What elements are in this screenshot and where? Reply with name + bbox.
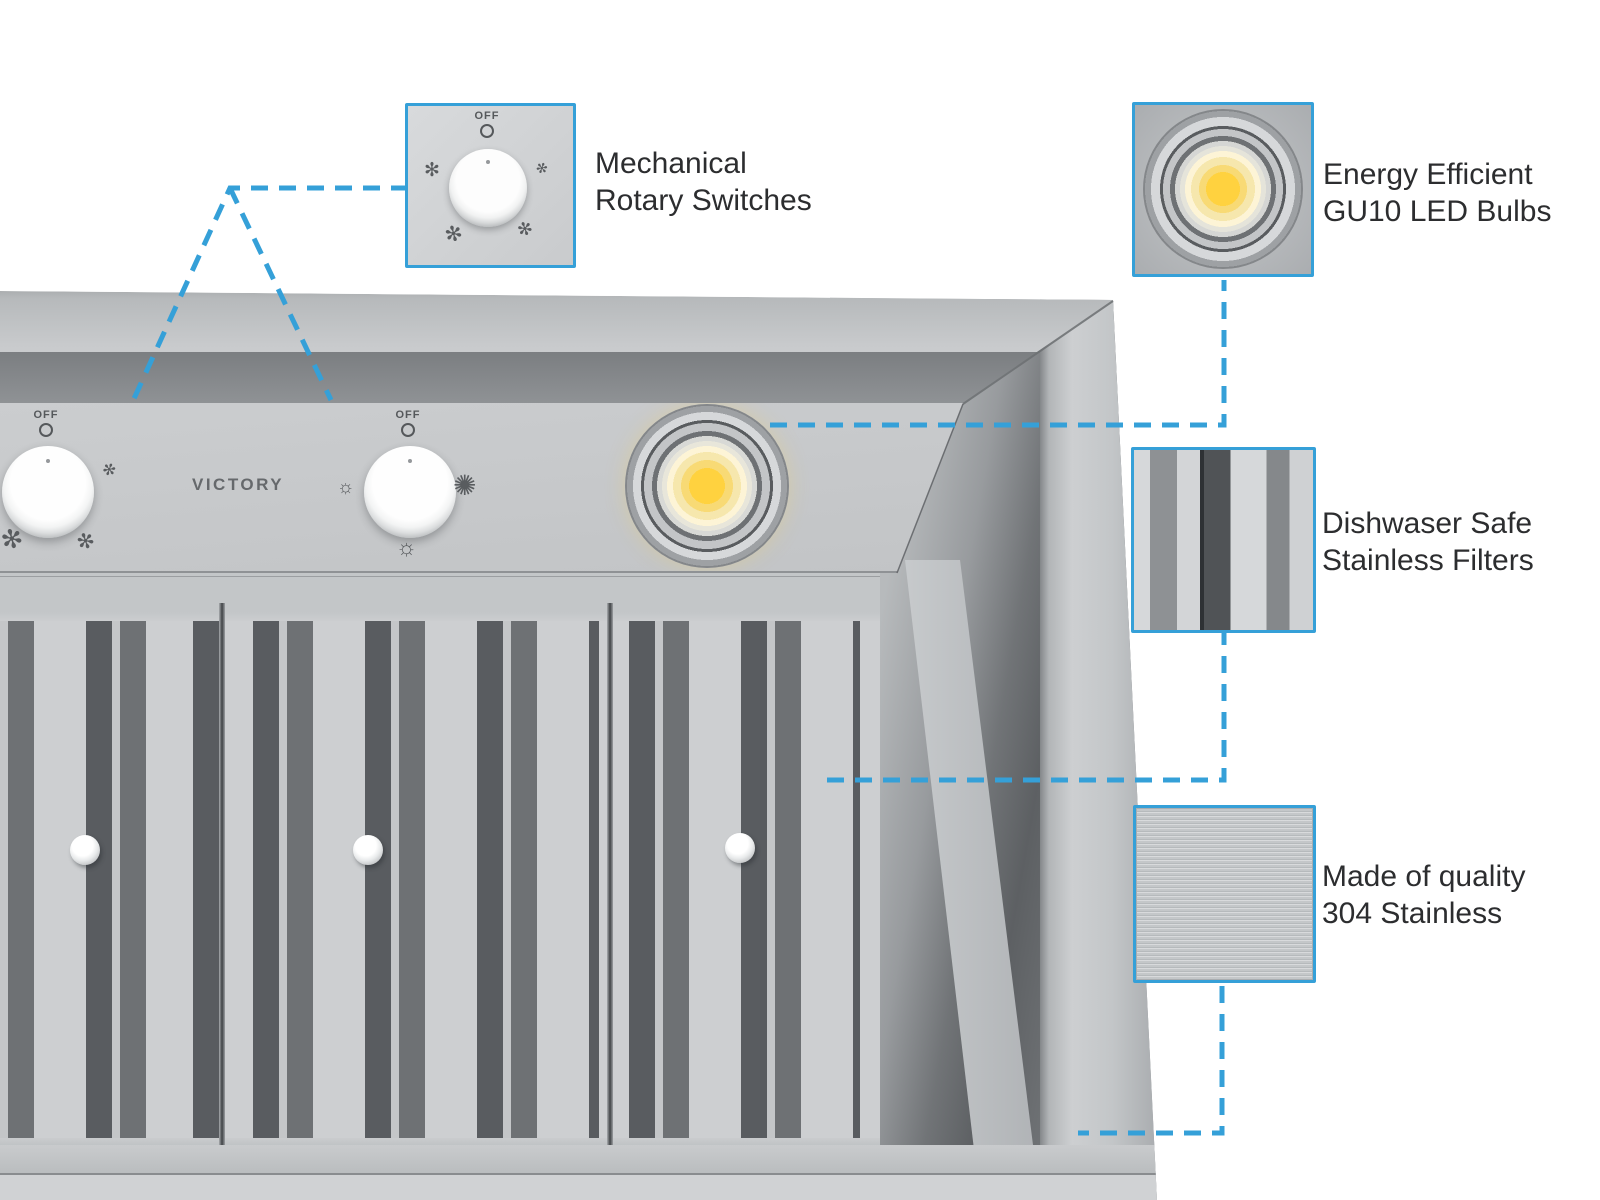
gu10-led-bulb [1143, 109, 1303, 269]
baffle-filter-panel [613, 612, 880, 1145]
hood-control-panel: OFF ✻ ✻ ✻ VICTORY OFF ☼ ✺ ☼ [0, 403, 963, 573]
hood-recess-band [0, 352, 1037, 403]
light-off-indicator-circle [401, 423, 415, 437]
fan-off-indicator-circle [39, 423, 53, 437]
led-callout-label: Energy Efficient GU10 LED Bulbs [1323, 156, 1551, 230]
hood-bottom-rim [0, 1175, 1157, 1200]
fan-knob-off-marker: OFF [16, 410, 76, 437]
baffle-filter-panel [225, 612, 607, 1145]
brand-logo: VICTORY [192, 475, 285, 494]
fan-speed-knob [2, 446, 94, 538]
rotary-label-line2: Rotary Switches [595, 184, 812, 217]
light-mid-icon: ☼ [396, 534, 418, 560]
led-label-line1: Energy Efficient [1323, 158, 1533, 191]
fan-speed-icon: ✻ [424, 160, 440, 181]
fan-speed-icon: ✻ [512, 216, 537, 242]
baffle-filter-panel [0, 612, 219, 1145]
steel-label-line1: Made of quality [1322, 860, 1526, 893]
led-label-line2: GU10 LED Bulbs [1323, 195, 1552, 228]
hood-right-frame [1040, 291, 1157, 1200]
inset-off-label: OFF [474, 110, 500, 122]
filters-label-line1: Dishwaser Safe [1322, 507, 1533, 540]
light-dim-icon: ☼ [337, 477, 355, 498]
stainless-filters-inset [1131, 447, 1316, 633]
baffle-filter-area [0, 573, 880, 1200]
inset-off-marker: OFF [457, 111, 517, 138]
light-bright-icon: ✺ [453, 470, 477, 501]
light-off-label: OFF [395, 409, 421, 421]
fan-speed-mid-icon: ✻ [70, 527, 99, 556]
filters-callout-label: Dishwaser Safe Stainless Filters [1322, 505, 1534, 579]
fan-off-label: OFF [33, 409, 59, 421]
inset-off-indicator-circle [480, 124, 494, 138]
light-dimmer-knob [364, 446, 456, 538]
filter-handle-knob [70, 835, 100, 865]
rotary-callout-label: Mechanical Rotary Switches [595, 145, 812, 219]
fan-speed-icon: ✻ [442, 221, 466, 248]
filters-label-line2: Stainless Filters [1322, 544, 1534, 577]
rotary-switch-knob [449, 149, 527, 227]
gu10-led-light [625, 404, 789, 568]
steel-label-line2: 304 Stainless [1322, 897, 1503, 930]
hood-top-frame [0, 291, 1113, 352]
filter-handle-knob [725, 833, 755, 863]
filter-panel-seam [219, 603, 225, 1163]
hood-bottom-frame [0, 1145, 1157, 1175]
fan-speed-icon: ✻ [533, 158, 551, 178]
steel-callout-label: Made of quality 304 Stainless [1322, 858, 1525, 932]
rotary-label-line1: Mechanical [595, 147, 747, 180]
stainless-steel-inset [1133, 805, 1316, 983]
filter-handle-knob [353, 835, 383, 865]
range-hood-photo: OFF ✻ ✻ ✻ VICTORY OFF ☼ ✺ ☼ [0, 291, 1157, 1200]
rotary-switch-inset: OFF ✻ ✻ ✻ ✻ [405, 103, 576, 268]
filter-panel-seam [607, 603, 613, 1163]
led-bulb-inset [1132, 102, 1314, 277]
light-knob-off-marker: OFF [378, 410, 438, 437]
fan-speed-low-icon: ✻ [99, 460, 119, 481]
